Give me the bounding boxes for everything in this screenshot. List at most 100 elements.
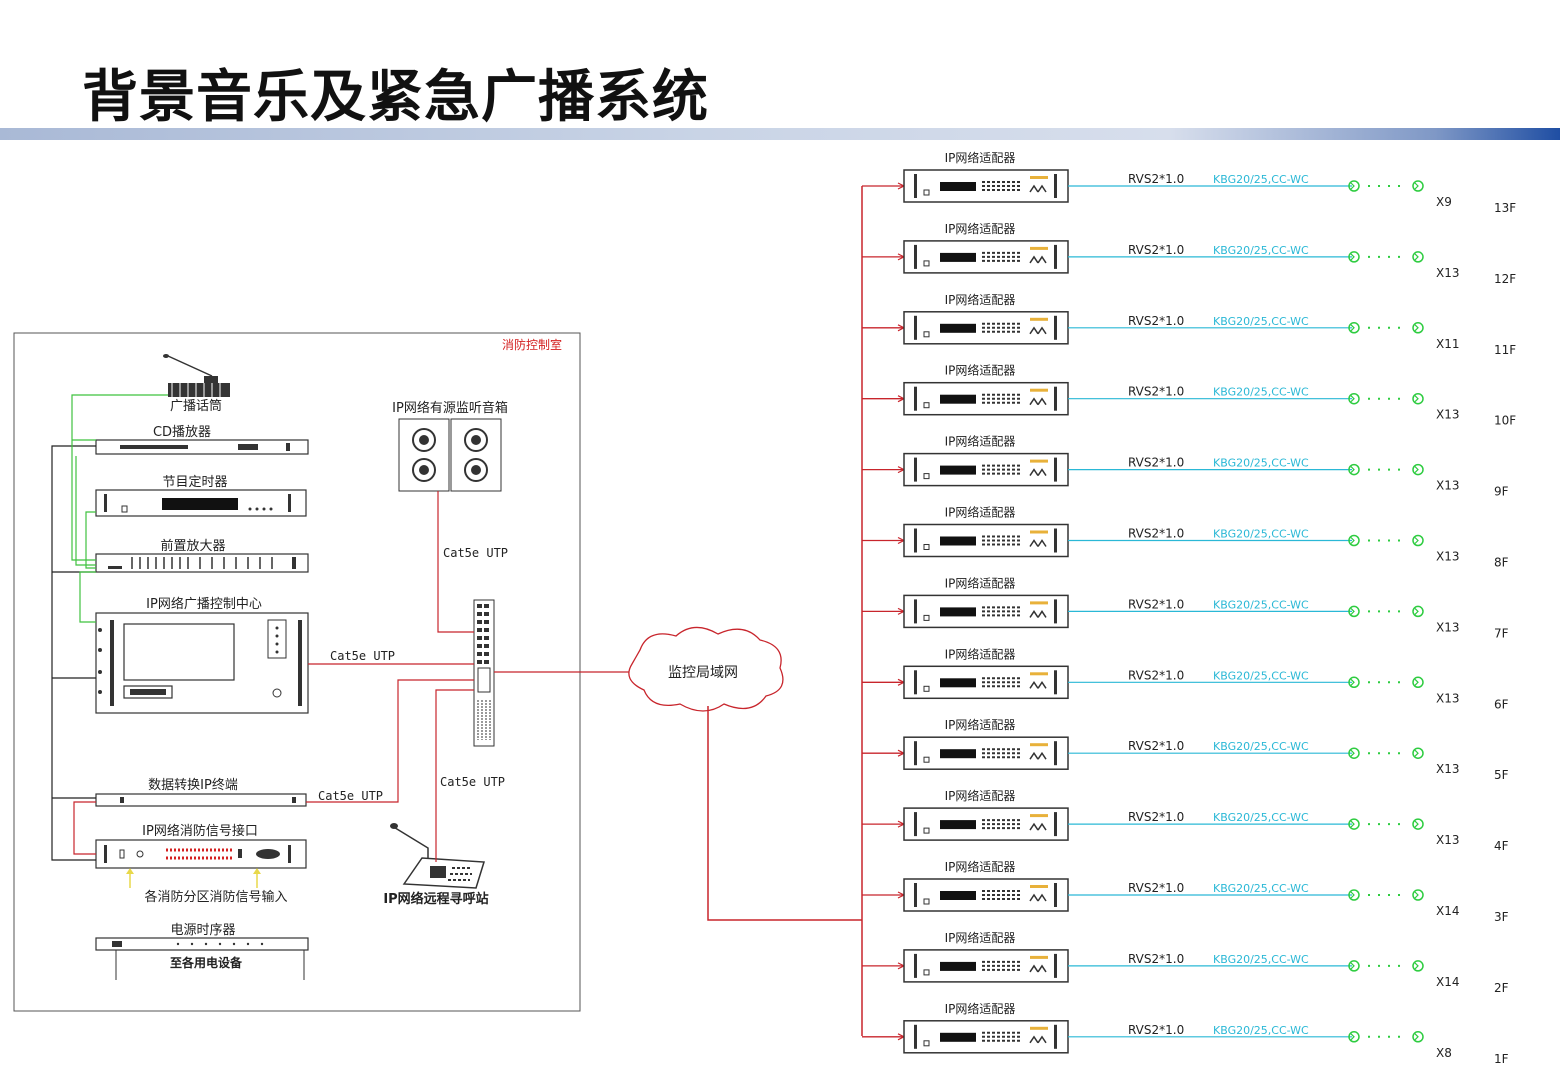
ceiling-speaker-icon (1348, 1031, 1360, 1043)
floor-label: 11F (1494, 343, 1516, 357)
red-fire-wire (73, 801, 96, 855)
network-switch-unit (473, 599, 495, 747)
ceiling-speaker-icon (1412, 960, 1424, 972)
ceiling-speaker-icon (1348, 676, 1360, 689)
ceiling-speaker-icon (1412, 889, 1424, 901)
ip-adapter-unit (903, 736, 1069, 770)
adapter-label: IP网络适配器 (945, 221, 1016, 236)
conduit-spec-label: KBG20/25,CC-WC (1213, 244, 1309, 257)
conduit-spec-label: KBG20/25,CC-WC (1213, 457, 1309, 470)
timer-label: 节目定时器 (162, 475, 227, 490)
ip-adapter-unit (903, 311, 1069, 345)
ip-adapter-unit (903, 240, 1069, 274)
speaker-count-label: X13 (1436, 550, 1460, 564)
ip-adapter-unit (903, 169, 1069, 203)
wire-spec-label: RVS2*1.0 (1128, 172, 1184, 186)
ceiling-speaker-icon (1348, 251, 1360, 263)
program-timer-unit (95, 489, 307, 517)
ceiling-speaker-icon (1412, 747, 1424, 759)
floor-label: 3F (1494, 910, 1509, 924)
ceiling-speaker-icon (1412, 1031, 1424, 1043)
ceiling-speaker-icon (1412, 392, 1424, 405)
lan-to-bus-link (707, 706, 862, 921)
cd-player-label: CD播放器 (153, 425, 211, 440)
ceiling-speaker-icon (1348, 747, 1360, 759)
adapter-label: IP网络适配器 (945, 859, 1016, 874)
wire-spec-label: RVS2*1.0 (1128, 456, 1184, 470)
ip-adapter-unit (903, 807, 1069, 841)
fire-inputs-label: 各消防分区消防信号输入 (144, 889, 287, 905)
adapter-label: IP网络适配器 (945, 717, 1016, 732)
remote-paging-station-icon (390, 823, 485, 889)
ceiling-speaker-icon (1412, 463, 1424, 476)
ceiling-speaker-icon (1348, 605, 1360, 618)
lan-label: 监控局域网 (668, 665, 738, 681)
lan-cloud-icon (628, 626, 784, 712)
speaker-count-label: X8 (1436, 1046, 1452, 1060)
conduit-spec-label: KBG20/25,CC-WC (1213, 315, 1309, 328)
adapter-label: IP网络适配器 (945, 930, 1016, 945)
conduit-spec-label: KBG20/25,CC-WC (1213, 386, 1309, 399)
floor-label: 8F (1494, 556, 1509, 570)
speaker-count-label: X13 (1436, 620, 1460, 634)
adapter-label: IP网络适配器 (945, 788, 1016, 803)
ceiling-speaker-icon (1348, 322, 1360, 334)
floor-label: 9F (1494, 485, 1509, 499)
ip-adapter-unit (903, 594, 1069, 629)
floor-label: 1F (1494, 1052, 1509, 1066)
speaker-count-label: X13 (1436, 266, 1460, 280)
cat5e-link-data-terminal (306, 679, 474, 803)
black-wire-bus (51, 445, 96, 861)
ceiling-speaker-icon (1348, 818, 1360, 830)
power-sequencer-unit (95, 937, 309, 980)
cable-label-data-terminal: Cat5e UTP (318, 789, 383, 803)
power-sequencer-label: 电源时序器 (170, 923, 235, 938)
adapter-label: IP网络适配器 (945, 575, 1016, 590)
ip-adapter-unit (903, 665, 1069, 700)
green-audio-wires (71, 394, 168, 623)
adapter-label: IP网络适配器 (945, 646, 1016, 661)
adapter-label: IP网络适配器 (945, 292, 1016, 307)
wire-spec-label: RVS2*1.0 (1128, 1023, 1184, 1037)
ceiling-speaker-icon (1348, 889, 1360, 901)
ip-adapter-unit (903, 452, 1069, 487)
preamplifier-unit (95, 553, 309, 573)
ip-adapter-unit (903, 523, 1069, 558)
wire-spec-label: RVS2*1.0 (1128, 668, 1184, 682)
cd-player-unit (95, 439, 309, 455)
wire-spec-label: RVS2*1.0 (1128, 243, 1184, 257)
title-divider-bar (0, 128, 1560, 140)
floor-label: 12F (1494, 272, 1516, 286)
wire-spec-label: RVS2*1.0 (1128, 385, 1184, 399)
adapter-label: IP网络适配器 (945, 505, 1016, 520)
speaker-count-label: X9 (1436, 195, 1452, 209)
ceiling-speaker-icon (1348, 463, 1360, 476)
monitor-speaker-label: IP网络有源监听音箱 (392, 400, 508, 416)
ceiling-speaker-icon (1348, 960, 1360, 972)
floor-label: 6F (1494, 697, 1509, 711)
preamp-label: 前置放大器 (160, 538, 225, 554)
ceiling-speaker-icon (1348, 534, 1360, 547)
broadcast-microphone-icon (163, 354, 230, 397)
conduit-spec-label: KBG20/25,CC-WC (1213, 740, 1309, 753)
cable-label-paging: Cat5e UTP (440, 775, 505, 789)
fire-signal-interface-unit (95, 839, 307, 869)
ceiling-speaker-icon (1412, 251, 1424, 263)
speaker-count-label: X13 (1436, 691, 1460, 705)
floor-label: 10F (1494, 414, 1516, 428)
ip-adapter-unit (903, 949, 1069, 983)
conduit-spec-label: KBG20/25,CC-WC (1213, 528, 1309, 541)
wire-spec-label: RVS2*1.0 (1128, 810, 1184, 824)
ceiling-speaker-icon (1412, 676, 1424, 689)
speaker-count-label: X11 (1436, 337, 1460, 351)
adapter-label: IP网络适配器 (945, 1001, 1016, 1016)
conduit-spec-label: KBG20/25,CC-WC (1213, 953, 1309, 966)
